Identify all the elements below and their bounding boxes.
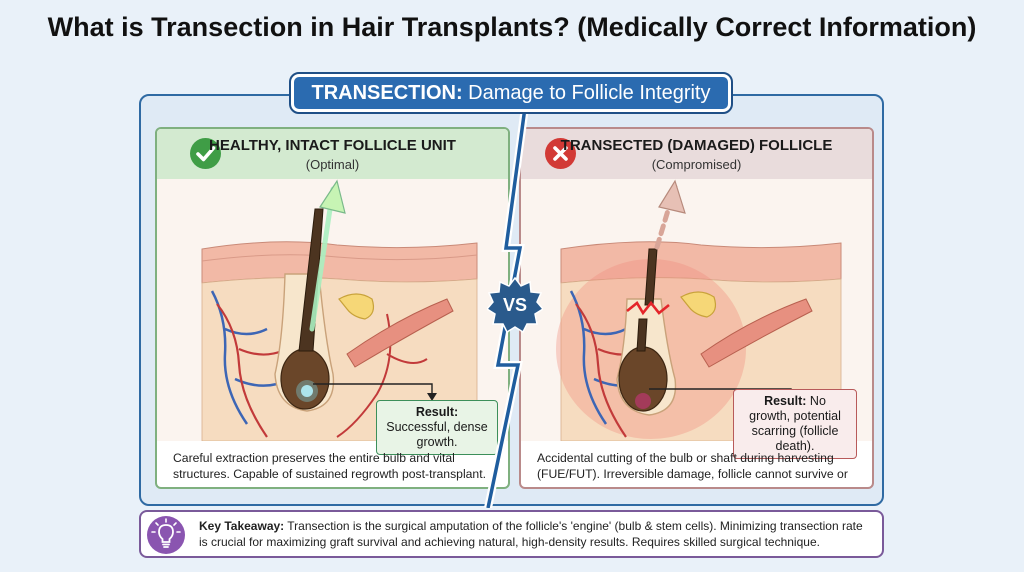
damaged-panel-header: TRANSECTED (DAMAGED) FOLLICLE (Compromis… xyxy=(521,129,872,180)
healthy-result-box: Result: Successful, dense growth. xyxy=(376,400,498,455)
healthy-panel-subtitle: (Optimal) xyxy=(305,157,360,172)
healthy-result-text: Successful, dense growth. xyxy=(386,420,488,449)
healthy-panel-title: HEALTHY, INTACT FOLLICLE UNIT xyxy=(209,137,456,154)
damaged-follicle-panel: TRANSECTED (DAMAGED) FOLLICLE (Compromis… xyxy=(519,127,874,489)
healthy-follicle-panel: HEALTHY, INTACT FOLLICLE UNIT (Optimal) xyxy=(155,127,510,489)
damaged-panel-subtitle: (Compromised) xyxy=(651,157,742,172)
damaged-description: Accidental cutting of the bulb or shaft … xyxy=(537,451,848,487)
takeaway-label: Key Takeaway: xyxy=(199,519,285,533)
vs-label: VS xyxy=(502,295,527,315)
damaged-follicle-illustration xyxy=(521,179,872,442)
damaged-result-text: No growth, potential scarring (follicle … xyxy=(749,394,841,453)
checkmark-icon xyxy=(190,138,221,169)
healthy-panel-header: HEALTHY, INTACT FOLLICLE UNIT (Optimal) xyxy=(157,129,508,180)
healthy-description: Careful extraction preserves the entire … xyxy=(173,451,486,481)
vs-badge: VS xyxy=(485,276,545,334)
takeaway-text: Key Takeaway: Transection is the surgica… xyxy=(199,518,870,550)
damaged-panel-title: TRANSECTED (DAMAGED) FOLLICLE xyxy=(560,137,833,154)
damaged-result-label: Result: xyxy=(764,394,807,408)
section-banner: TRANSECTION: Damage to Follicle Integrit… xyxy=(289,72,733,114)
page-title: What is Transection in Hair Transplants?… xyxy=(47,12,977,42)
takeaway-body: Transection is the surgical amputation o… xyxy=(199,519,863,549)
healthy-follicle-illustration xyxy=(157,179,508,442)
damaged-result-box: Result: No growth, potential scarring (f… xyxy=(733,389,857,459)
banner-rest: Damage to Follicle Integrity xyxy=(462,82,711,104)
lightbulb-icon xyxy=(147,516,185,554)
x-mark-icon xyxy=(545,138,576,169)
key-takeaway-box: Key Takeaway: Transection is the surgica… xyxy=(139,510,884,558)
healthy-result-label: Result: xyxy=(415,405,459,419)
banner-strong: TRANSECTION: xyxy=(311,82,463,104)
